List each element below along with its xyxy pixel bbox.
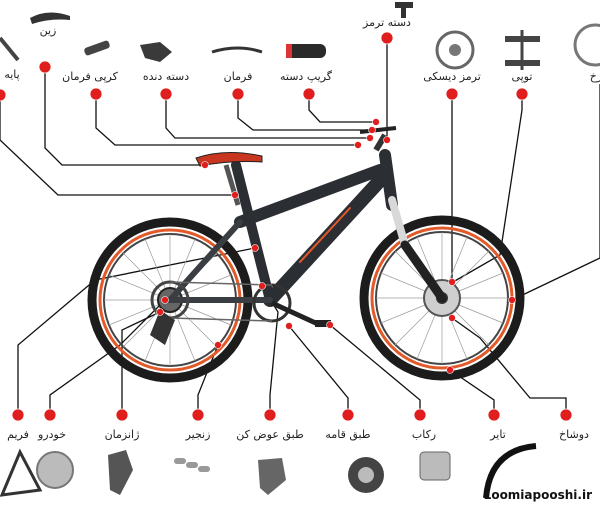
dot-saddle-anchor bbox=[38, 60, 52, 74]
callout-dots bbox=[0, 31, 573, 422]
leader-line-rim bbox=[511, 84, 600, 301]
rear-derailleur bbox=[150, 310, 175, 345]
chain bbox=[169, 281, 273, 322]
dot-tire-anchor bbox=[487, 408, 501, 422]
leader-line-saddle bbox=[44, 67, 205, 166]
dot-seatpost-anchor bbox=[0, 88, 7, 102]
saddle-thumbnail bbox=[30, 12, 70, 24]
crank-arm bbox=[270, 300, 322, 328]
dot-frame-anchor bbox=[11, 408, 25, 422]
label-suspension-fork: دوشاخ bbox=[559, 428, 589, 441]
leader-line-frame bbox=[17, 247, 256, 415]
cassette-thumbnail bbox=[36, 451, 74, 489]
leader-line-hub bbox=[452, 94, 523, 283]
label-derailleur: ژانزمان bbox=[104, 428, 140, 441]
suspension-fork bbox=[388, 196, 447, 303]
saddle bbox=[195, 151, 263, 167]
label-stem: کرپی فرمان bbox=[62, 70, 118, 83]
chain-thumbnail bbox=[174, 458, 210, 472]
dot-fork-anchor bbox=[559, 408, 573, 422]
label-chain: زنجیر bbox=[185, 428, 211, 441]
dot-pedal-anchor bbox=[413, 408, 427, 422]
dot-derailleur-anchor bbox=[115, 408, 129, 422]
label-pedal: رکاب bbox=[411, 428, 437, 441]
label-frame: فریم bbox=[7, 428, 29, 441]
label-crankset: طبق قامه bbox=[325, 428, 371, 441]
handlebar bbox=[359, 126, 397, 134]
leader-line-crankset bbox=[288, 325, 349, 415]
leader-line-shifter bbox=[165, 94, 370, 139]
dot-stem-anchor bbox=[89, 87, 103, 101]
leader-line-fork bbox=[451, 317, 567, 415]
leader-line-stem bbox=[95, 94, 358, 146]
pedal bbox=[315, 320, 331, 327]
dot-hub-anchor bbox=[515, 87, 529, 101]
dot-changer-anchor bbox=[263, 408, 277, 422]
leader-line-seatpost bbox=[0, 95, 235, 196]
part-thumbnails-top bbox=[0, 2, 600, 70]
label-brake-lever: دسته ترمز bbox=[363, 16, 411, 29]
leader-line-handlebar bbox=[237, 94, 372, 131]
seatpost-thumbnail bbox=[0, 36, 20, 62]
label-shifter: دسته دنده bbox=[142, 70, 190, 83]
dot-disc-brake-anchor bbox=[445, 87, 459, 101]
label-disc-brake: ترمز دیسکی bbox=[423, 70, 481, 83]
shifter-thumbnail bbox=[140, 42, 172, 62]
dot-hub-wheel-anchor bbox=[43, 408, 57, 422]
frame-thumbnail bbox=[0, 448, 43, 497]
handlebar-thumbnail bbox=[211, 46, 263, 54]
label-hub: توپی bbox=[511, 70, 533, 83]
leader-line-derailleur bbox=[121, 311, 161, 415]
disc-brake-thumbnail bbox=[435, 30, 475, 70]
label-chainring-changer: طبق عوض کن bbox=[236, 428, 304, 441]
dot-grip-anchor bbox=[302, 87, 316, 101]
part-dots bbox=[156, 118, 516, 374]
part-thumbnails-bottom bbox=[0, 443, 537, 499]
pedal-thumbnail bbox=[419, 451, 451, 481]
label-grip: گریپ دسته bbox=[280, 70, 332, 83]
dot-chain-anchor bbox=[191, 408, 205, 422]
dot-handlebar-anchor bbox=[231, 87, 245, 101]
dot-crankset-anchor bbox=[341, 408, 355, 422]
dot-brake-lever-anchor bbox=[380, 31, 394, 45]
brake-lever-thumbnail bbox=[395, 2, 413, 18]
stem-thumbnail bbox=[84, 40, 110, 56]
rim-thumbnail bbox=[573, 23, 600, 67]
label-rim: رخ bbox=[589, 70, 600, 83]
dot-shifter-anchor bbox=[159, 87, 173, 101]
front-derailleur-thumbnail bbox=[258, 458, 286, 495]
label-hub-wheel: خودرو bbox=[37, 428, 67, 441]
label-handlebar: فرمان bbox=[223, 70, 253, 83]
watermark: Loomiapooshi.ir bbox=[483, 488, 592, 502]
label-saddle: زین bbox=[39, 24, 57, 37]
stem bbox=[373, 133, 388, 152]
hub-thumbnail bbox=[505, 30, 540, 70]
leader-line-hub-wheel bbox=[49, 299, 166, 415]
grip-thumbnail bbox=[286, 44, 326, 58]
tire-thumbnail bbox=[483, 443, 537, 499]
label-tire: تایر bbox=[490, 428, 506, 441]
crankset-thumbnail bbox=[348, 457, 384, 493]
leader-line-grip bbox=[308, 94, 376, 123]
derailleur-thumbnail bbox=[108, 450, 133, 495]
bicycle-illustration bbox=[87, 126, 525, 383]
label-seatpost: پایه bbox=[4, 68, 20, 81]
